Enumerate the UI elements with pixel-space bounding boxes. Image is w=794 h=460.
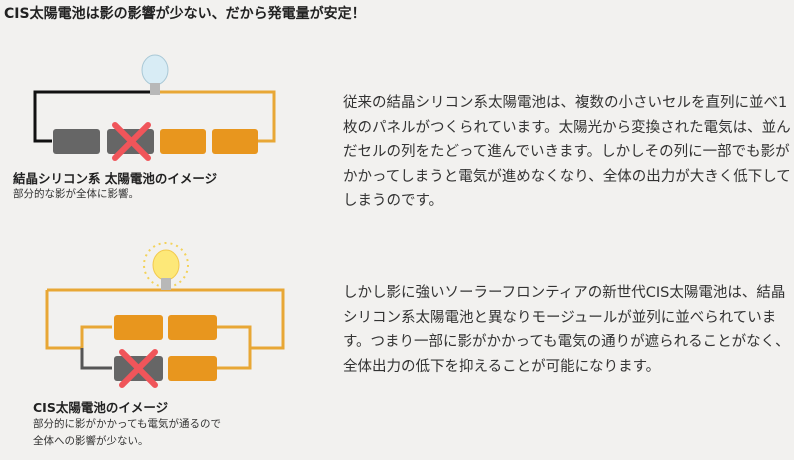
cross-icon xyxy=(119,349,158,388)
cell-orange xyxy=(212,129,258,154)
series-diagram xyxy=(33,54,276,161)
wire-dark xyxy=(33,90,152,143)
light-bulb-on-icon xyxy=(143,242,189,290)
diagram1-subcaption: 部分的な影が全体に影響。 xyxy=(13,188,139,200)
wire-orange xyxy=(158,90,276,143)
diagram2-subcaption-1: 部分的に影がかかっても電気が通るので xyxy=(33,418,221,430)
diagram2-caption: CIS太陽電池のイメージ xyxy=(33,400,169,415)
parallel-diagram xyxy=(45,242,285,388)
cell-orange xyxy=(160,129,206,154)
paragraph-parallel: しかし影に強いソーラーフロンティアの新世代CIS太陽電池は、結晶シリコン系太陽電… xyxy=(343,285,790,375)
light-bulb-off-icon xyxy=(141,54,169,95)
cross-icon xyxy=(112,122,151,161)
paragraph-series: 従来の結晶シリコン系太陽電池は、複数の小さいセルを直列に並べ1枚のパネルがつくら… xyxy=(343,95,791,209)
diagram2-subcaption-2: 全体への影響が少ない。 xyxy=(33,435,149,447)
page-title: CIS太陽電池は影の影響が少ない、だから発電量が安定！ xyxy=(4,6,366,22)
cell-grey xyxy=(53,129,100,154)
diagram1-caption: 結晶シリコン系 太陽電池のイメージ xyxy=(13,171,218,186)
